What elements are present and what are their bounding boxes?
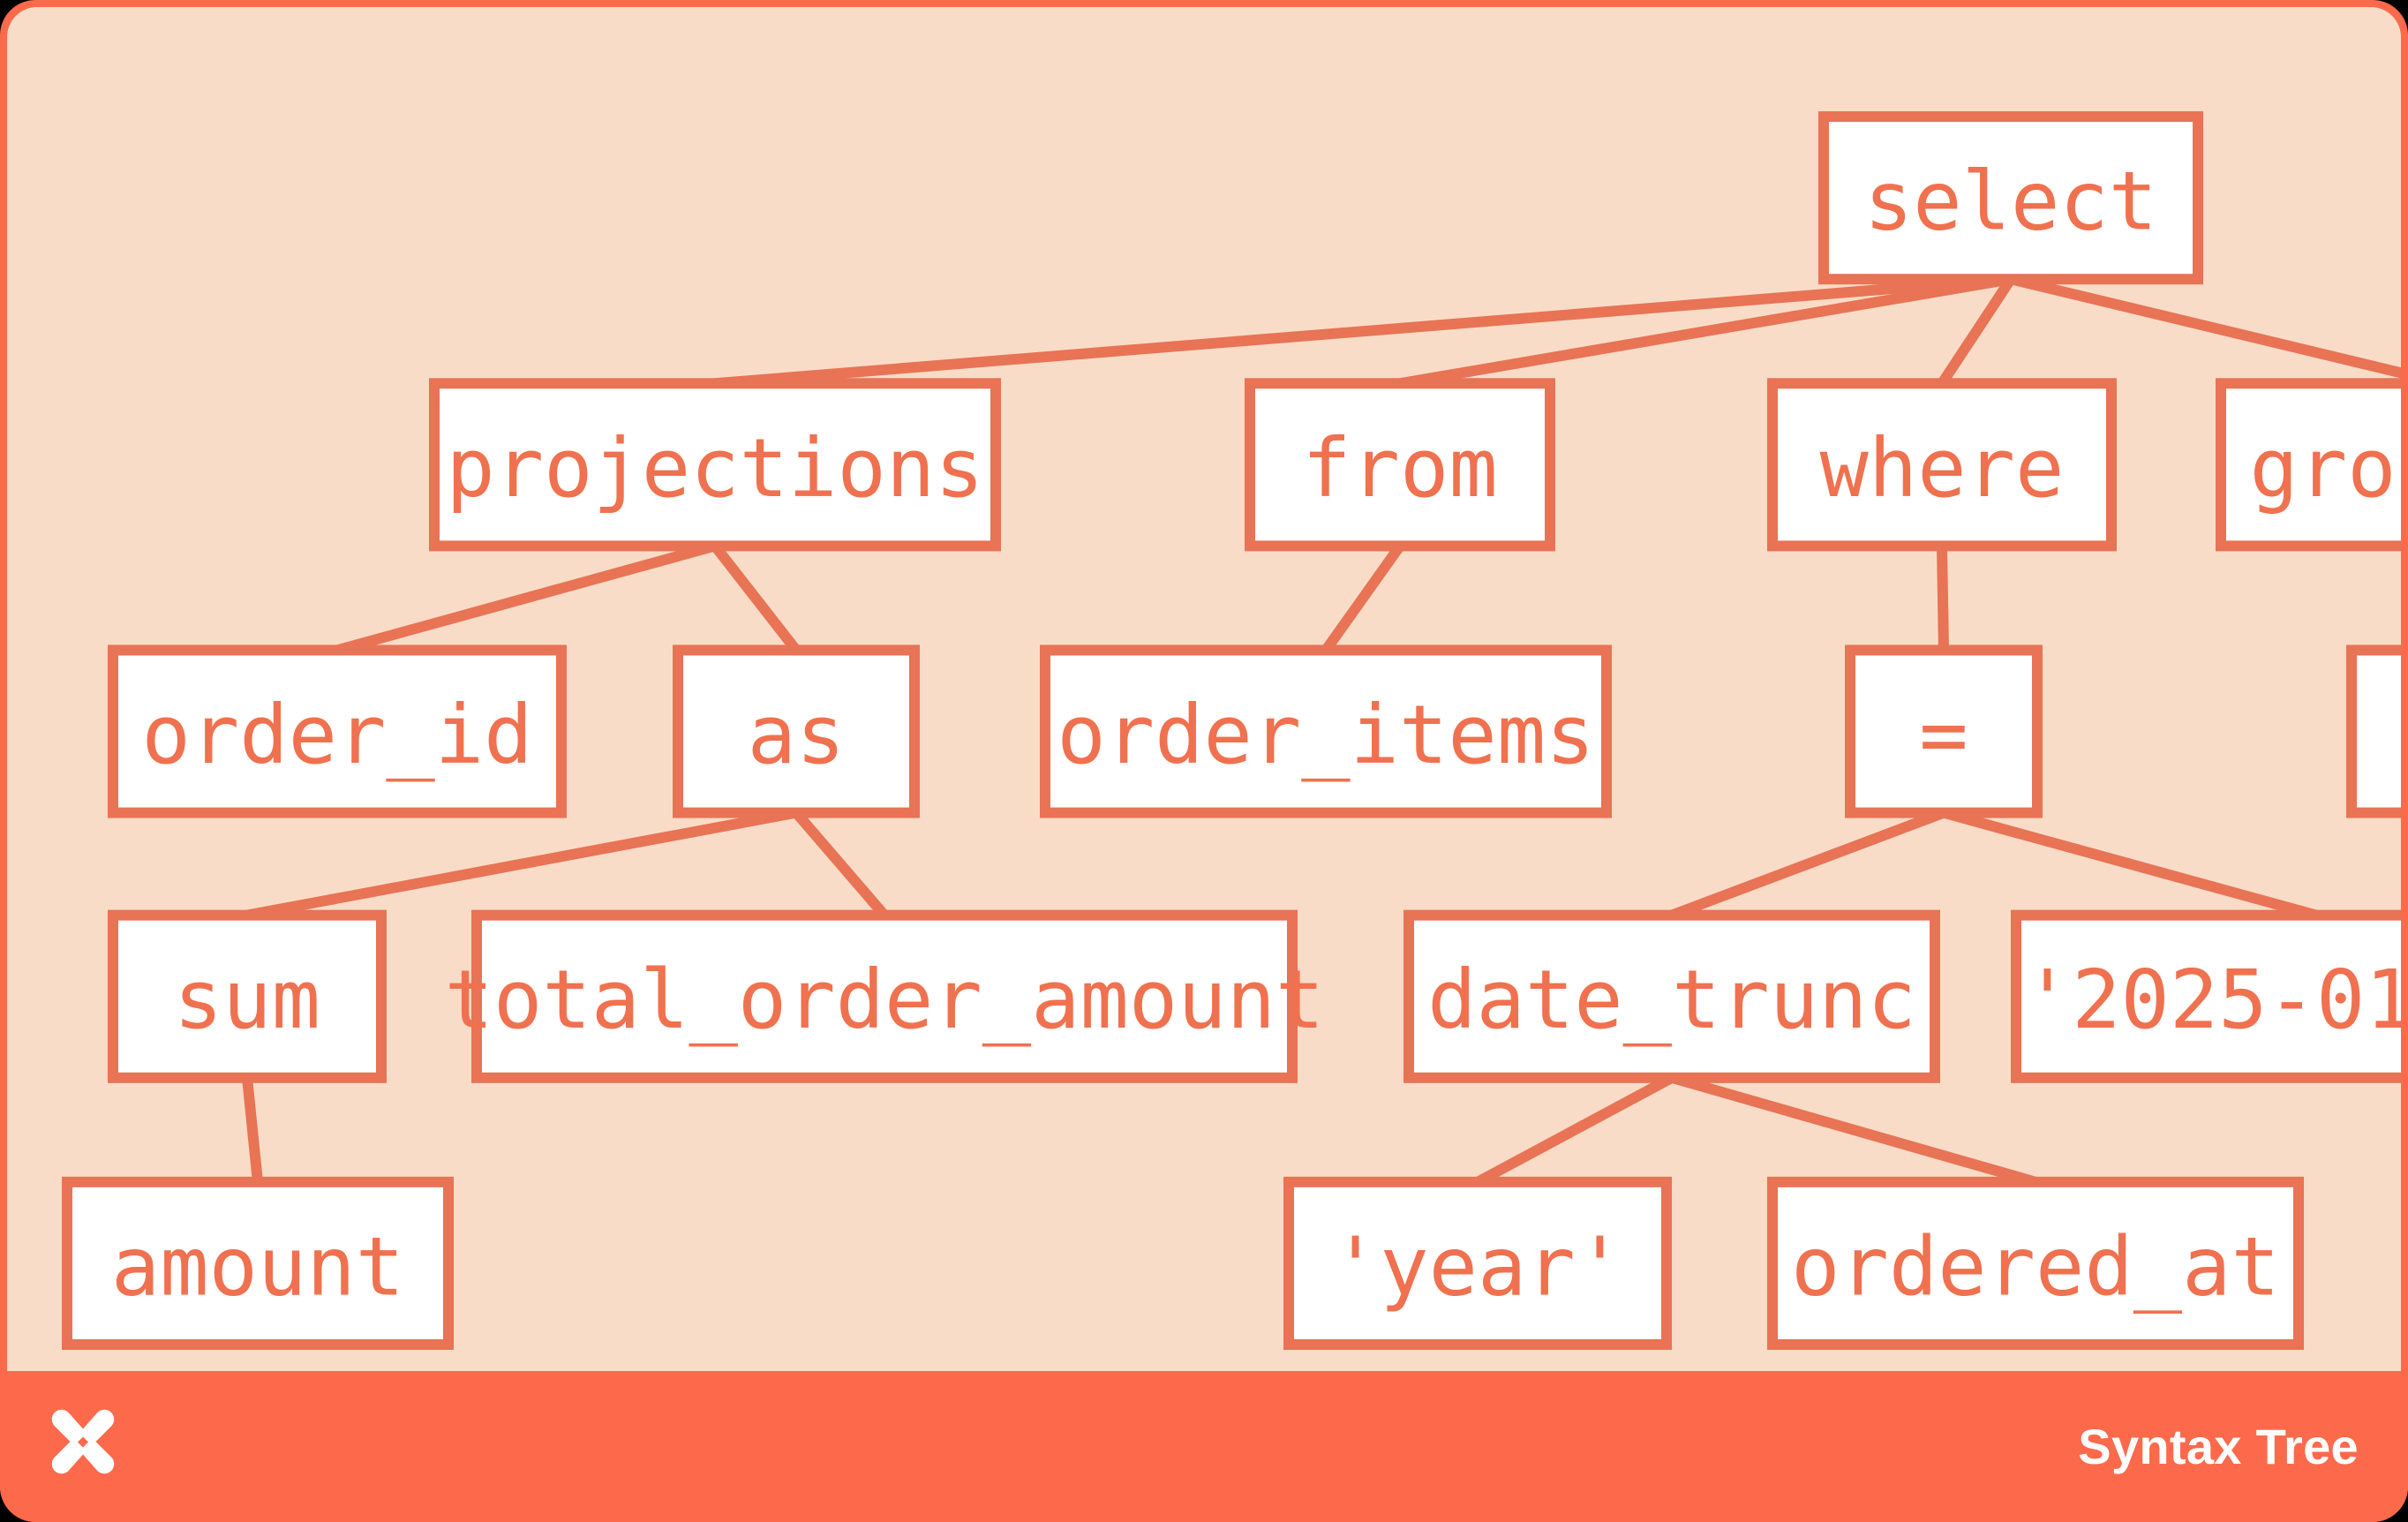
tree-node-label: date_trunc <box>1427 953 1916 1047</box>
tree-node-as[interactable]: as <box>673 644 920 818</box>
tree-node-group_by[interactable]: group by <box>2216 378 2401 552</box>
tree-node-box <box>673 644 920 818</box>
tree-node-box <box>108 909 387 1083</box>
tree-node-box <box>1245 378 1555 552</box>
tree-node-label: group by <box>2249 421 2401 516</box>
tree-edge-date_trunc-to-ordered_at <box>1670 1073 2037 1187</box>
footer-title: Syntax Tree <box>2078 1418 2359 1474</box>
tree-node-box <box>429 378 1001 552</box>
tree-node-box <box>2216 378 2401 552</box>
diagram-canvas: select projections from where group by order_… <box>7 7 2401 1371</box>
tree-edge-eq-to-date_trunc <box>1669 807 1946 921</box>
tree-edge-eq-to-date_literal <box>1942 807 2318 921</box>
tree-edges-layer <box>242 274 2401 1187</box>
tree-node-box <box>1767 1176 2304 1350</box>
tree-nodes-layer: select projections from where group by order_… <box>62 111 2401 1350</box>
tree-node-label: ordered_at <box>1791 1219 2280 1314</box>
tree-node-select[interactable]: select <box>1818 111 2203 285</box>
tree-node-date_trunc[interactable]: date_trunc <box>1403 909 1940 1083</box>
tree-node-amount[interactable]: amount <box>62 1176 454 1350</box>
tree-edge-select-to-from <box>1398 274 2013 389</box>
tree-edge-select-to-group_by <box>2009 274 2401 379</box>
syntax-tree-graph: select projections from where group by order_… <box>62 111 2401 1350</box>
tree-node-box <box>108 644 567 818</box>
tree-edge-select-to-where <box>1937 275 2016 387</box>
tree-node-order_id[interactable]: order_id <box>108 644 567 818</box>
tree-node-date_literal[interactable]: '2025-01-01' <box>2011 909 2401 1083</box>
tree-node-box <box>1818 111 2203 285</box>
tree-node-box <box>62 1176 454 1350</box>
tree-node-eq[interactable]: = <box>1845 644 2043 818</box>
x-star-logo-icon <box>51 1409 115 1473</box>
tree-node-year_literal[interactable]: 'year' <box>1283 1176 1672 1350</box>
tree-node-box <box>2011 909 2401 1083</box>
tree-node-box <box>1767 378 2117 552</box>
tree-node-box <box>2346 644 2401 818</box>
tree-node-sum[interactable]: sum <box>108 909 387 1083</box>
tree-node-label: amount <box>111 1219 404 1314</box>
tree-edge-projections-to-as <box>711 542 801 654</box>
tree-edge-from-to-order_items <box>1321 542 1404 653</box>
tree-edge-date_trunc-to-year_literal <box>1475 1073 1674 1187</box>
tree-node-projections[interactable]: projections <box>429 378 1001 552</box>
tree-node-one[interactable]: 1 <box>2346 644 2401 818</box>
tree-node-label: 'year' <box>1331 1219 1624 1314</box>
tree-node-label: total_order_amount <box>445 953 1325 1047</box>
tree-edge-as-to-sum <box>245 807 798 921</box>
tree-node-label: = <box>1919 688 1968 782</box>
tree-node-total_order_amount[interactable]: total_order_amount <box>445 909 1325 1083</box>
tree-node-label: order_items <box>1057 688 1594 782</box>
tree-edge-as-to-total_order_amount <box>792 809 889 919</box>
tree-edge-where-to-eq <box>1937 546 1949 651</box>
tree-node-box <box>1283 1176 1672 1350</box>
footer-bar: Syntax Tree <box>0 1371 2408 1522</box>
tree-node-box <box>1845 644 2043 818</box>
tree-node-order_items[interactable]: order_items <box>1040 644 1612 818</box>
tree-node-box <box>471 909 1298 1083</box>
tree-node-label: order_id <box>141 688 532 782</box>
tree-node-ordered_at[interactable]: ordered_at <box>1767 1176 2304 1350</box>
tree-node-where[interactable]: where <box>1767 378 2117 552</box>
tree-node-box <box>1040 644 1612 818</box>
tree-node-box <box>1403 909 1940 1083</box>
tree-edge-select-to-projections <box>714 274 2012 389</box>
tree-node-label: '2025-01-01' <box>2023 953 2401 1047</box>
tree-node-label: select <box>1864 154 2157 249</box>
tree-node-label: as <box>748 688 846 782</box>
tree-node-label: projections <box>446 421 983 516</box>
tree-node-label: where <box>1820 421 2065 516</box>
tree-node-from[interactable]: from <box>1245 378 1555 552</box>
tree-edge-projections-to-order_id <box>335 540 717 656</box>
tree-edge-sum-to-amount <box>242 1077 263 1183</box>
tree-node-label: sum <box>174 953 320 1047</box>
tree-node-label: from <box>1302 421 1498 516</box>
